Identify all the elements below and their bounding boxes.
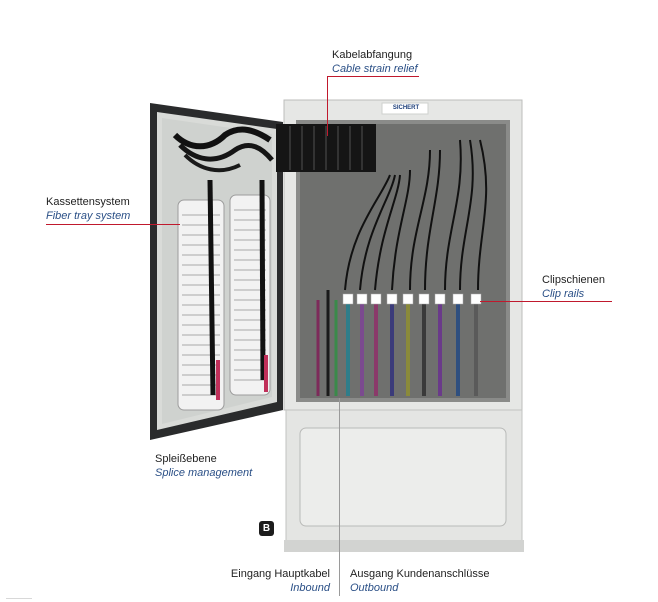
fiber-tray-left: [177, 179, 225, 411]
callout-inbound-de: Eingang Hauptkabel: [230, 568, 330, 580]
callout-outbound-de: Ausgang Kundenanschlüsse: [350, 568, 490, 580]
callout-inbound: Eingang Hauptkabel Inbound: [222, 567, 330, 595]
callout-strain-relief-de: Kabelabfangung: [332, 49, 413, 61]
fiber-tray-right: [216, 179, 271, 400]
callout-splice-de: Spleißebene: [155, 453, 217, 465]
callout-fiber-tray-en: Fiber tray system: [46, 210, 131, 222]
leader-inbound: [339, 398, 340, 596]
callout-clip-rails-de: Clipschienen: [542, 274, 605, 286]
callout-splice-en: Splice management: [155, 467, 253, 479]
callout-outbound: Ausgang Kundenanschlüsse Outbound: [350, 567, 489, 595]
cabinet-body: [276, 99, 523, 411]
callout-splice: Spleißebene Splice management: [155, 452, 252, 480]
callout-strain-relief-en: Cable strain relief: [332, 63, 418, 75]
leader-strain-relief-h: [327, 76, 419, 77]
callout-strain-relief: Kabelabfangung Cable strain relief: [332, 48, 418, 76]
callout-outbound-en: Outbound: [350, 582, 399, 594]
section-badge: B: [259, 521, 274, 536]
page-mark: [6, 598, 32, 599]
callout-fiber-tray: Kassettensystem Fiber tray system: [46, 195, 130, 223]
leader-fiber-tray: [46, 224, 180, 225]
callout-fiber-tray-de: Kassettensystem: [46, 196, 130, 208]
cabinet-base: [284, 409, 524, 552]
callout-clip-rails: Clipschienen Clip rails: [542, 273, 605, 301]
callout-inbound-en: Inbound: [290, 582, 330, 594]
brand-logo: SICHERT: [392, 105, 420, 111]
leader-strain-relief-v: [327, 76, 328, 136]
leader-clip-rails: [480, 301, 612, 302]
callout-clip-rails-en: Clip rails: [542, 288, 585, 300]
